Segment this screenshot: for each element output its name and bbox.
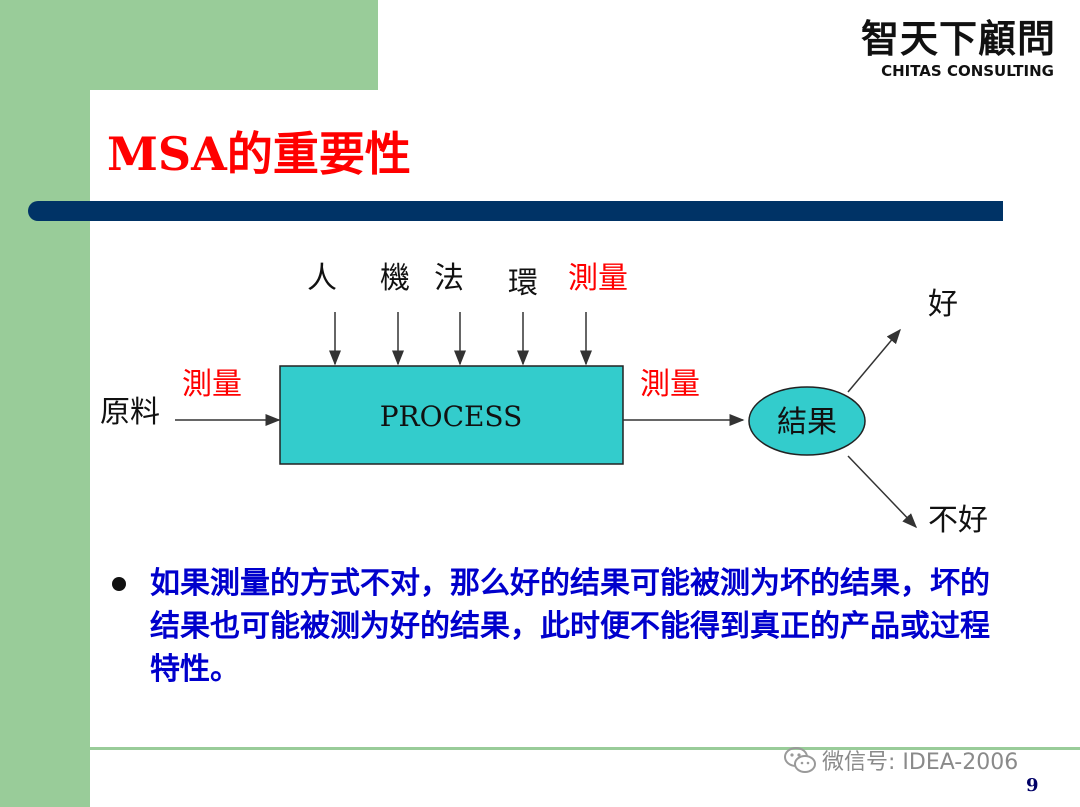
result-label: 結果 <box>777 405 837 440</box>
slide-title: MSA的重要性 <box>107 127 411 181</box>
logo-chinese: 智天下顧問 <box>860 16 1056 61</box>
arrow-to-bad <box>847 455 918 529</box>
process-box <box>279 365 624 465</box>
input-label-method: 法 <box>434 261 464 296</box>
bad-label: 不好 <box>928 503 988 538</box>
watermark: 微信号: IDEA-2006 <box>822 750 1019 775</box>
input-label-person: 人 <box>307 261 337 296</box>
bullet-text: 如果測量的方式不对，那么好的结果可能被测为坏的结果，坏的结果也可能被测为好的结果… <box>150 566 990 687</box>
measure-out-label: 測量 <box>640 367 700 402</box>
measure-in-label: 測量 <box>182 367 242 402</box>
footer-divider <box>90 747 1080 750</box>
page-number: 9 <box>1026 775 1039 796</box>
logo-english: CHITAS CONSULTING <box>881 62 1054 80</box>
input-label-environment: 環 <box>508 266 538 301</box>
process-label: PROCESS <box>380 400 523 433</box>
top-green-band <box>0 0 378 90</box>
left-green-band <box>0 0 90 807</box>
bullet-dot <box>112 577 126 591</box>
arrow-to-good <box>847 328 901 393</box>
input-label-machine: 機 <box>380 261 410 296</box>
good-label: 好 <box>928 287 958 322</box>
title-underline-bar <box>28 201 1003 221</box>
result-ellipse <box>748 386 866 456</box>
raw-material-label: 原料 <box>100 395 160 430</box>
input-label-measurement: 測量 <box>568 261 628 296</box>
wechat-icon <box>784 747 816 773</box>
